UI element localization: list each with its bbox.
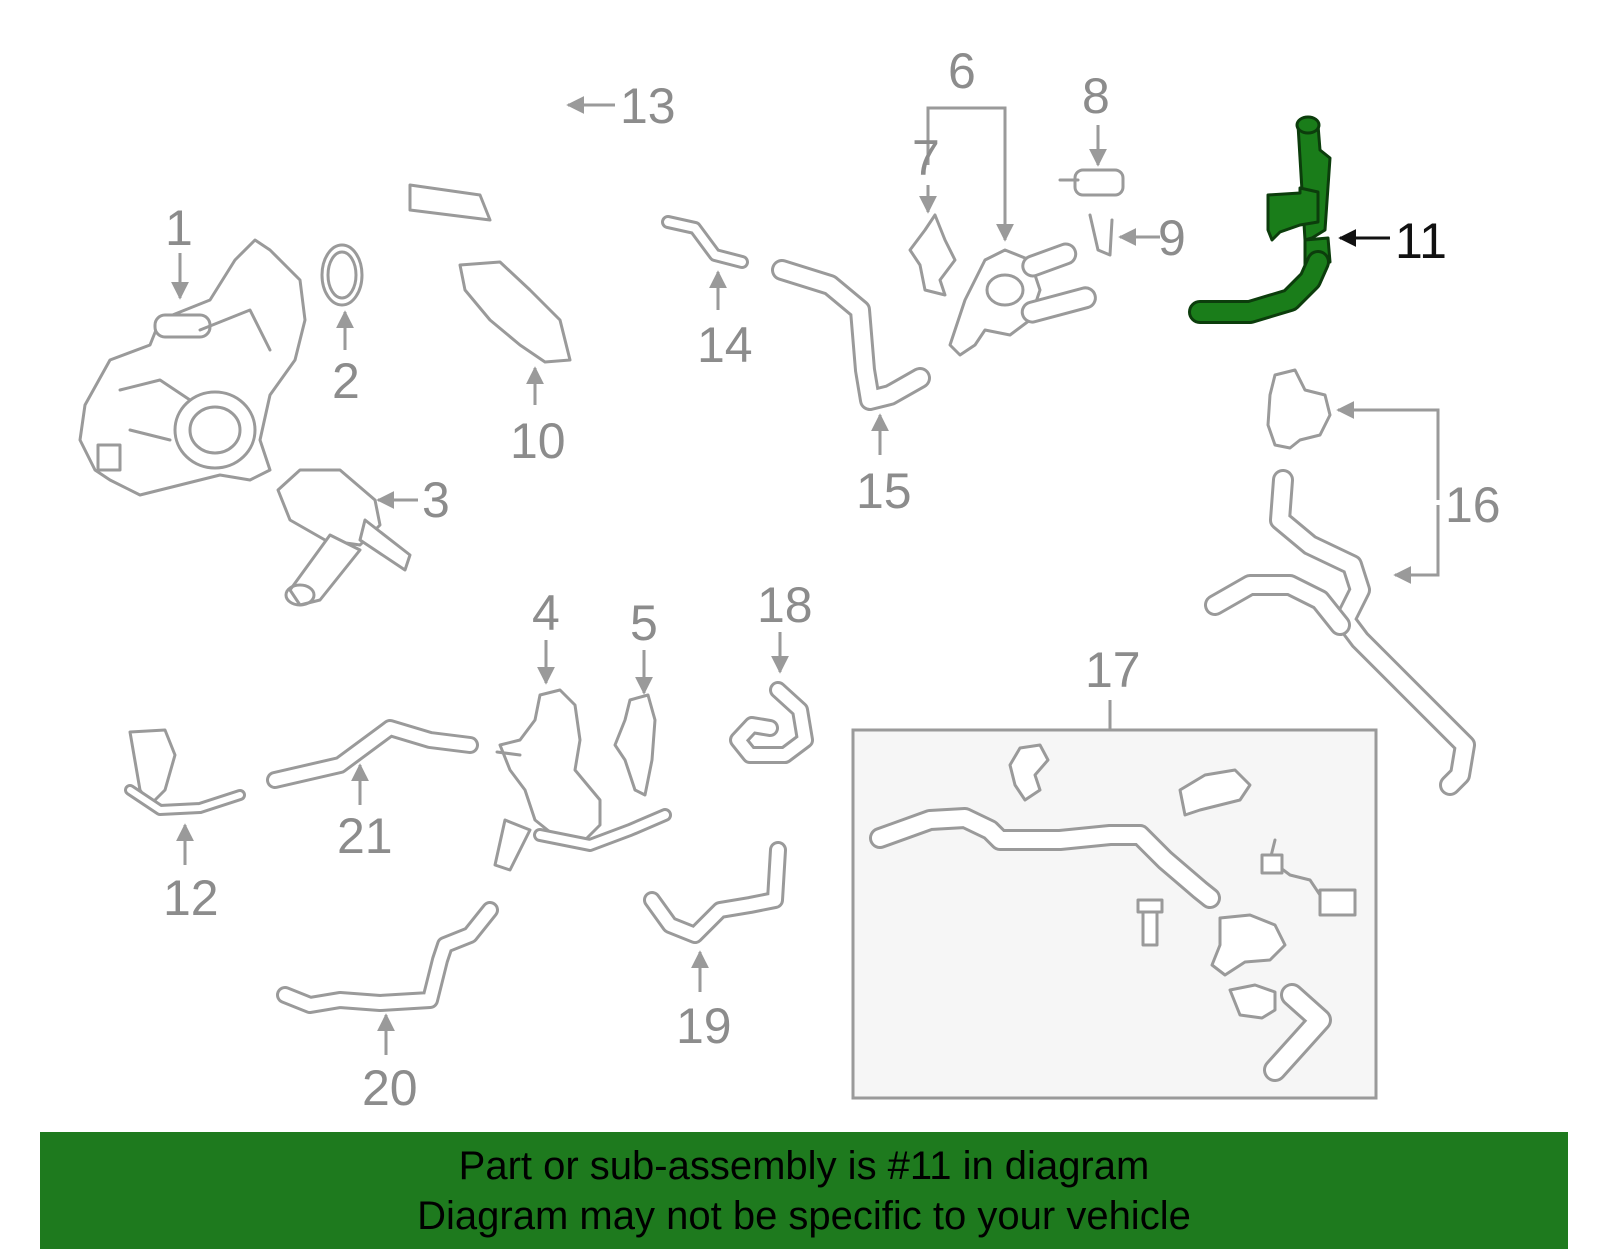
part-7-gasket bbox=[908, 213, 957, 297]
part-4-pump-assembly bbox=[493, 688, 672, 872]
part-21-hose-inner bbox=[269, 722, 476, 786]
part-10-bypass-pipe-bracket bbox=[408, 145, 572, 364]
part-2-o-ring bbox=[320, 243, 364, 307]
callout-11: 11 bbox=[1395, 213, 1447, 269]
callout-20: 20 bbox=[362, 1060, 418, 1116]
callout-18: 18 bbox=[757, 577, 813, 633]
part-16-valve-and-hose bbox=[1204, 368, 1476, 796]
callout-9: 9 bbox=[1158, 210, 1186, 266]
callout-5: 5 bbox=[630, 595, 658, 651]
part-6-valve-assembly bbox=[948, 242, 1097, 357]
callout-6: 6 bbox=[948, 43, 976, 99]
callout-4: 4 bbox=[532, 585, 560, 641]
callout-16: 16 bbox=[1445, 477, 1501, 533]
leader-6 bbox=[926, 106, 1014, 242]
callout-2: 2 bbox=[332, 353, 360, 409]
callout-7: 7 bbox=[912, 130, 940, 186]
part-11-highlighted-hose bbox=[1188, 115, 1332, 324]
part-20-hose-inner bbox=[279, 904, 496, 1011]
callout-19: 19 bbox=[676, 998, 732, 1054]
part-18-hose-inner bbox=[732, 684, 811, 761]
callout-8: 8 bbox=[1082, 68, 1110, 124]
callout-13: 13 bbox=[620, 78, 676, 134]
part-14-hose-inner bbox=[664, 218, 746, 266]
part-17-kit-box bbox=[851, 728, 1378, 1100]
part-20-hose bbox=[276, 901, 499, 1014]
callout-3: 3 bbox=[422, 472, 450, 528]
part-19-hose-inner bbox=[646, 844, 784, 941]
banner-line-1: Part or sub-assembly is #11 in diagram bbox=[458, 1143, 1150, 1188]
part-3-thermostat-housing bbox=[276, 468, 412, 607]
callout-10: 10 bbox=[510, 413, 566, 469]
part-9-clip bbox=[1088, 213, 1114, 257]
part-2-o-ring-inner bbox=[326, 250, 358, 300]
callout-15: 15 bbox=[856, 463, 912, 519]
callout-1: 1 bbox=[165, 200, 193, 256]
callout-17: 17 bbox=[1085, 642, 1141, 698]
part-5-bracket bbox=[613, 693, 657, 797]
callout-14: 14 bbox=[697, 317, 753, 373]
part-info-banner: Part or sub-assembly is #11 in diagram D… bbox=[40, 1132, 1568, 1249]
leader-16b bbox=[1393, 505, 1440, 584]
part-15-hose bbox=[771, 259, 931, 411]
part-15-hose-inner bbox=[774, 262, 928, 408]
leader-16a bbox=[1336, 401, 1440, 500]
part-1-water-outlet-housing bbox=[78, 238, 307, 497]
callout-21: 21 bbox=[337, 808, 393, 864]
part-8-temperature-sensor bbox=[1058, 168, 1125, 197]
part-12-bracket bbox=[124, 728, 246, 816]
callout-12: 12 bbox=[163, 870, 219, 926]
banner-line-2: Diagram may not be specific to your vehi… bbox=[417, 1193, 1191, 1238]
part-13-hose-inner bbox=[521, 41, 559, 134]
